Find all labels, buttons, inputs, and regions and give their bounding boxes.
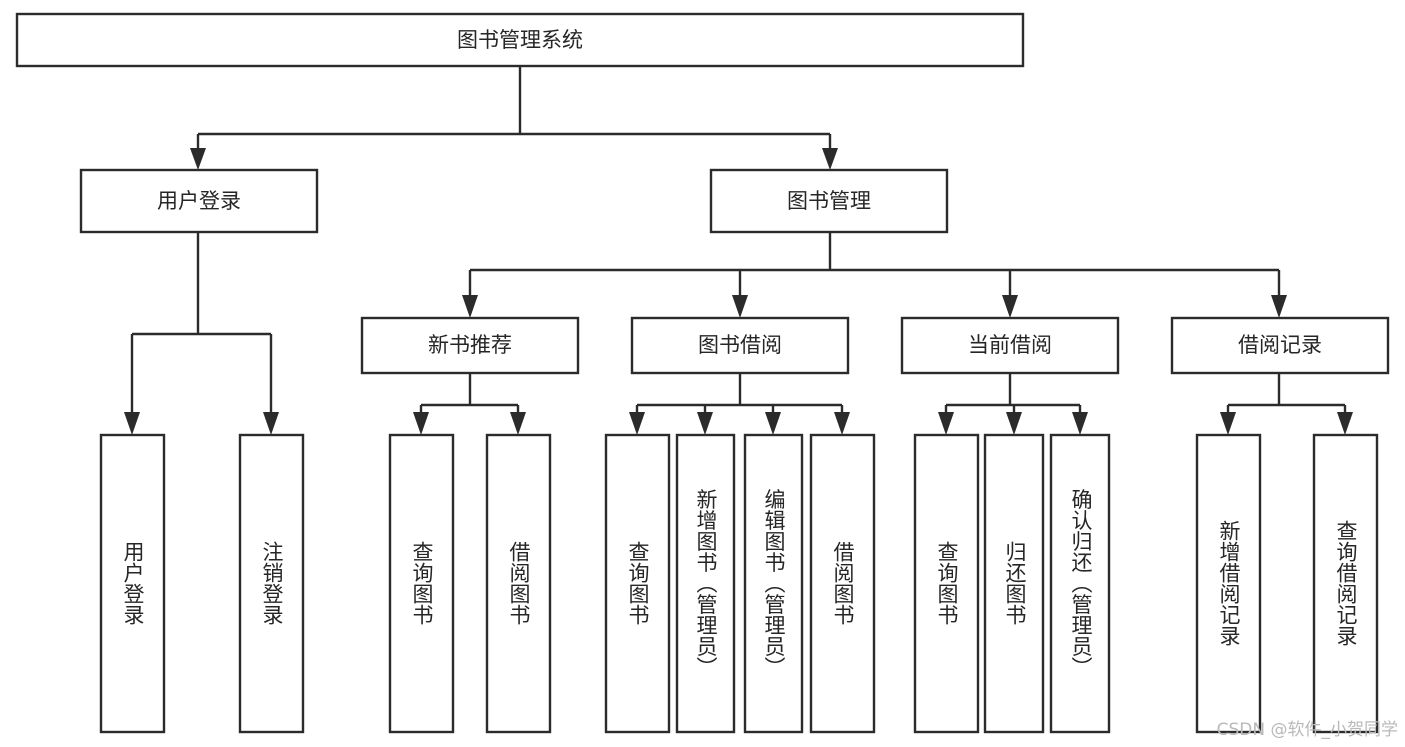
node-book-borrow[interactable]: 图书借阅 <box>630 316 850 375</box>
node-book-borrow-label: 图书借阅 <box>698 333 782 357</box>
node-leaf-add-book-box[interactable] <box>675 433 736 734</box>
connector-group-book-borrow <box>629 373 850 435</box>
node-leaf-confirm-return-label: 确认归还（管理员） <box>1069 489 1093 678</box>
node-borrow-record-label: 借阅记录 <box>1238 333 1322 357</box>
node-leaf-add-record[interactable]: 新增借阅记录 <box>1195 433 1262 734</box>
node-new-book-recommend-box[interactable] <box>360 316 580 375</box>
arrow-to-new-book-recommend <box>462 295 478 318</box>
node-leaf-query-book-3[interactable]: 查询图书 <box>913 433 980 734</box>
node-borrow-record-box[interactable] <box>1170 316 1390 375</box>
node-leaf-query-book-2-label: 查询图书 <box>626 541 650 625</box>
node-leaf-query-book-1-box[interactable] <box>388 433 455 734</box>
node-user-login[interactable]: 用户登录 <box>79 168 319 234</box>
node-leaf-query-book-3-label: 查询图书 <box>935 541 959 625</box>
arrow-leaf-add-record <box>1220 412 1236 435</box>
node-root[interactable]: 图书管理系统 <box>15 12 1025 68</box>
node-leaf-borrow-book-1-label: 借阅图书 <box>507 541 531 625</box>
arrow-leaf-query-record <box>1337 412 1353 435</box>
arrow-leaf-query-book-3 <box>938 412 954 435</box>
node-leaf-borrow-book-1[interactable]: 借阅图书 <box>485 433 552 734</box>
node-leaf-logout-login-box[interactable] <box>238 433 305 734</box>
arrow-leaf-logout-login <box>263 412 279 435</box>
node-book-borrow-box[interactable] <box>630 316 850 375</box>
node-user-login-label: 用户登录 <box>157 189 241 213</box>
node-leaf-edit-book-label: 编辑图书（管理员） <box>762 489 786 678</box>
node-leaf-borrow-book-2-label: 借阅图书 <box>831 541 855 625</box>
arrow-leaf-confirm-return <box>1072 412 1088 435</box>
node-leaf-logout-login[interactable]: 注销登录 <box>238 433 305 734</box>
node-user-login-box[interactable] <box>79 168 319 234</box>
node-leaf-query-record-box[interactable] <box>1312 433 1379 734</box>
node-root-label: 图书管理系统 <box>457 28 583 52</box>
node-leaf-edit-book-box[interactable] <box>743 433 804 734</box>
arrow-leaf-add-book <box>697 412 713 435</box>
node-current-borrow[interactable]: 当前借阅 <box>900 316 1120 375</box>
node-leaf-return-book-label: 归还图书 <box>1003 541 1027 625</box>
connector-group-book-management <box>462 232 1287 318</box>
node-leaf-borrow-book-2[interactable]: 借阅图书 <box>809 433 876 734</box>
node-leaf-query-book-1-label: 查询图书 <box>410 541 434 625</box>
node-borrow-record[interactable]: 借阅记录 <box>1170 316 1390 375</box>
node-leaf-add-book-label: 新增图书（管理员） <box>694 489 718 678</box>
node-leaf-query-book-3-box[interactable] <box>913 433 980 734</box>
node-leaf-add-record-box[interactable] <box>1195 433 1262 734</box>
node-leaf-return-book[interactable]: 归还图书 <box>983 433 1045 734</box>
node-leaf-query-record-label: 查询借阅记录 <box>1334 520 1358 646</box>
node-leaf-query-book-1[interactable]: 查询图书 <box>388 433 455 734</box>
node-leaf-confirm-return-box[interactable] <box>1049 433 1111 734</box>
node-leaf-query-book-2[interactable]: 查询图书 <box>604 433 671 734</box>
connector-group-borrow-record <box>1220 373 1353 435</box>
arrow-to-book-management <box>822 148 838 170</box>
node-book-management[interactable]: 图书管理 <box>709 168 949 234</box>
node-leaf-user-login[interactable]: 用户登录 <box>99 433 166 734</box>
connector-group-current-borrow <box>938 373 1088 435</box>
node-current-borrow-box[interactable] <box>900 316 1120 375</box>
connector-group-new-book-recommend <box>413 373 526 435</box>
node-leaf-query-book-2-box[interactable] <box>604 433 671 734</box>
node-leaf-user-login-label: 用户登录 <box>121 541 145 625</box>
node-book-management-label: 图书管理 <box>787 189 871 213</box>
arrow-to-user-login <box>190 148 206 170</box>
connector-group-root <box>190 66 838 170</box>
node-new-book-recommend-label: 新书推荐 <box>428 333 512 357</box>
node-leaf-add-record-label: 新增借阅记录 <box>1217 520 1241 646</box>
node-leaf-user-login-box[interactable] <box>99 433 166 734</box>
node-leaf-borrow-book-2-box[interactable] <box>809 433 876 734</box>
node-root-box[interactable] <box>15 12 1025 68</box>
arrow-to-current-borrow <box>1002 295 1018 318</box>
arrow-leaf-edit-book <box>765 412 781 435</box>
connector-group-user-login <box>124 232 279 435</box>
node-leaf-logout-login-label: 注销登录 <box>260 541 284 625</box>
arrow-leaf-return-book <box>1006 412 1022 435</box>
arrow-to-borrow-record <box>1271 295 1287 318</box>
node-leaf-return-book-box[interactable] <box>983 433 1045 734</box>
node-leaf-query-record[interactable]: 查询借阅记录 <box>1312 433 1379 734</box>
node-book-management-box[interactable] <box>709 168 949 234</box>
node-leaf-borrow-book-1-box[interactable] <box>485 433 552 734</box>
arrow-to-book-borrow <box>732 295 748 318</box>
node-new-book-recommend[interactable]: 新书推荐 <box>360 316 580 375</box>
arrow-leaf-query-book-2 <box>629 412 645 435</box>
node-current-borrow-label: 当前借阅 <box>968 333 1052 357</box>
arrow-leaf-user-login <box>124 412 140 435</box>
arrow-leaf-query-book-1 <box>413 412 429 435</box>
csdn-watermark: CSDN @软件_小贺同学 <box>1217 720 1398 740</box>
arrow-leaf-borrow-book-1 <box>510 412 526 435</box>
arrow-leaf-borrow-book-2 <box>834 412 850 435</box>
node-leaf-edit-book[interactable]: 编辑图书（管理员） <box>743 433 804 734</box>
node-leaf-add-book[interactable]: 新增图书（管理员） <box>675 433 736 734</box>
node-leaf-confirm-return[interactable]: 确认归还（管理员） <box>1049 433 1111 734</box>
